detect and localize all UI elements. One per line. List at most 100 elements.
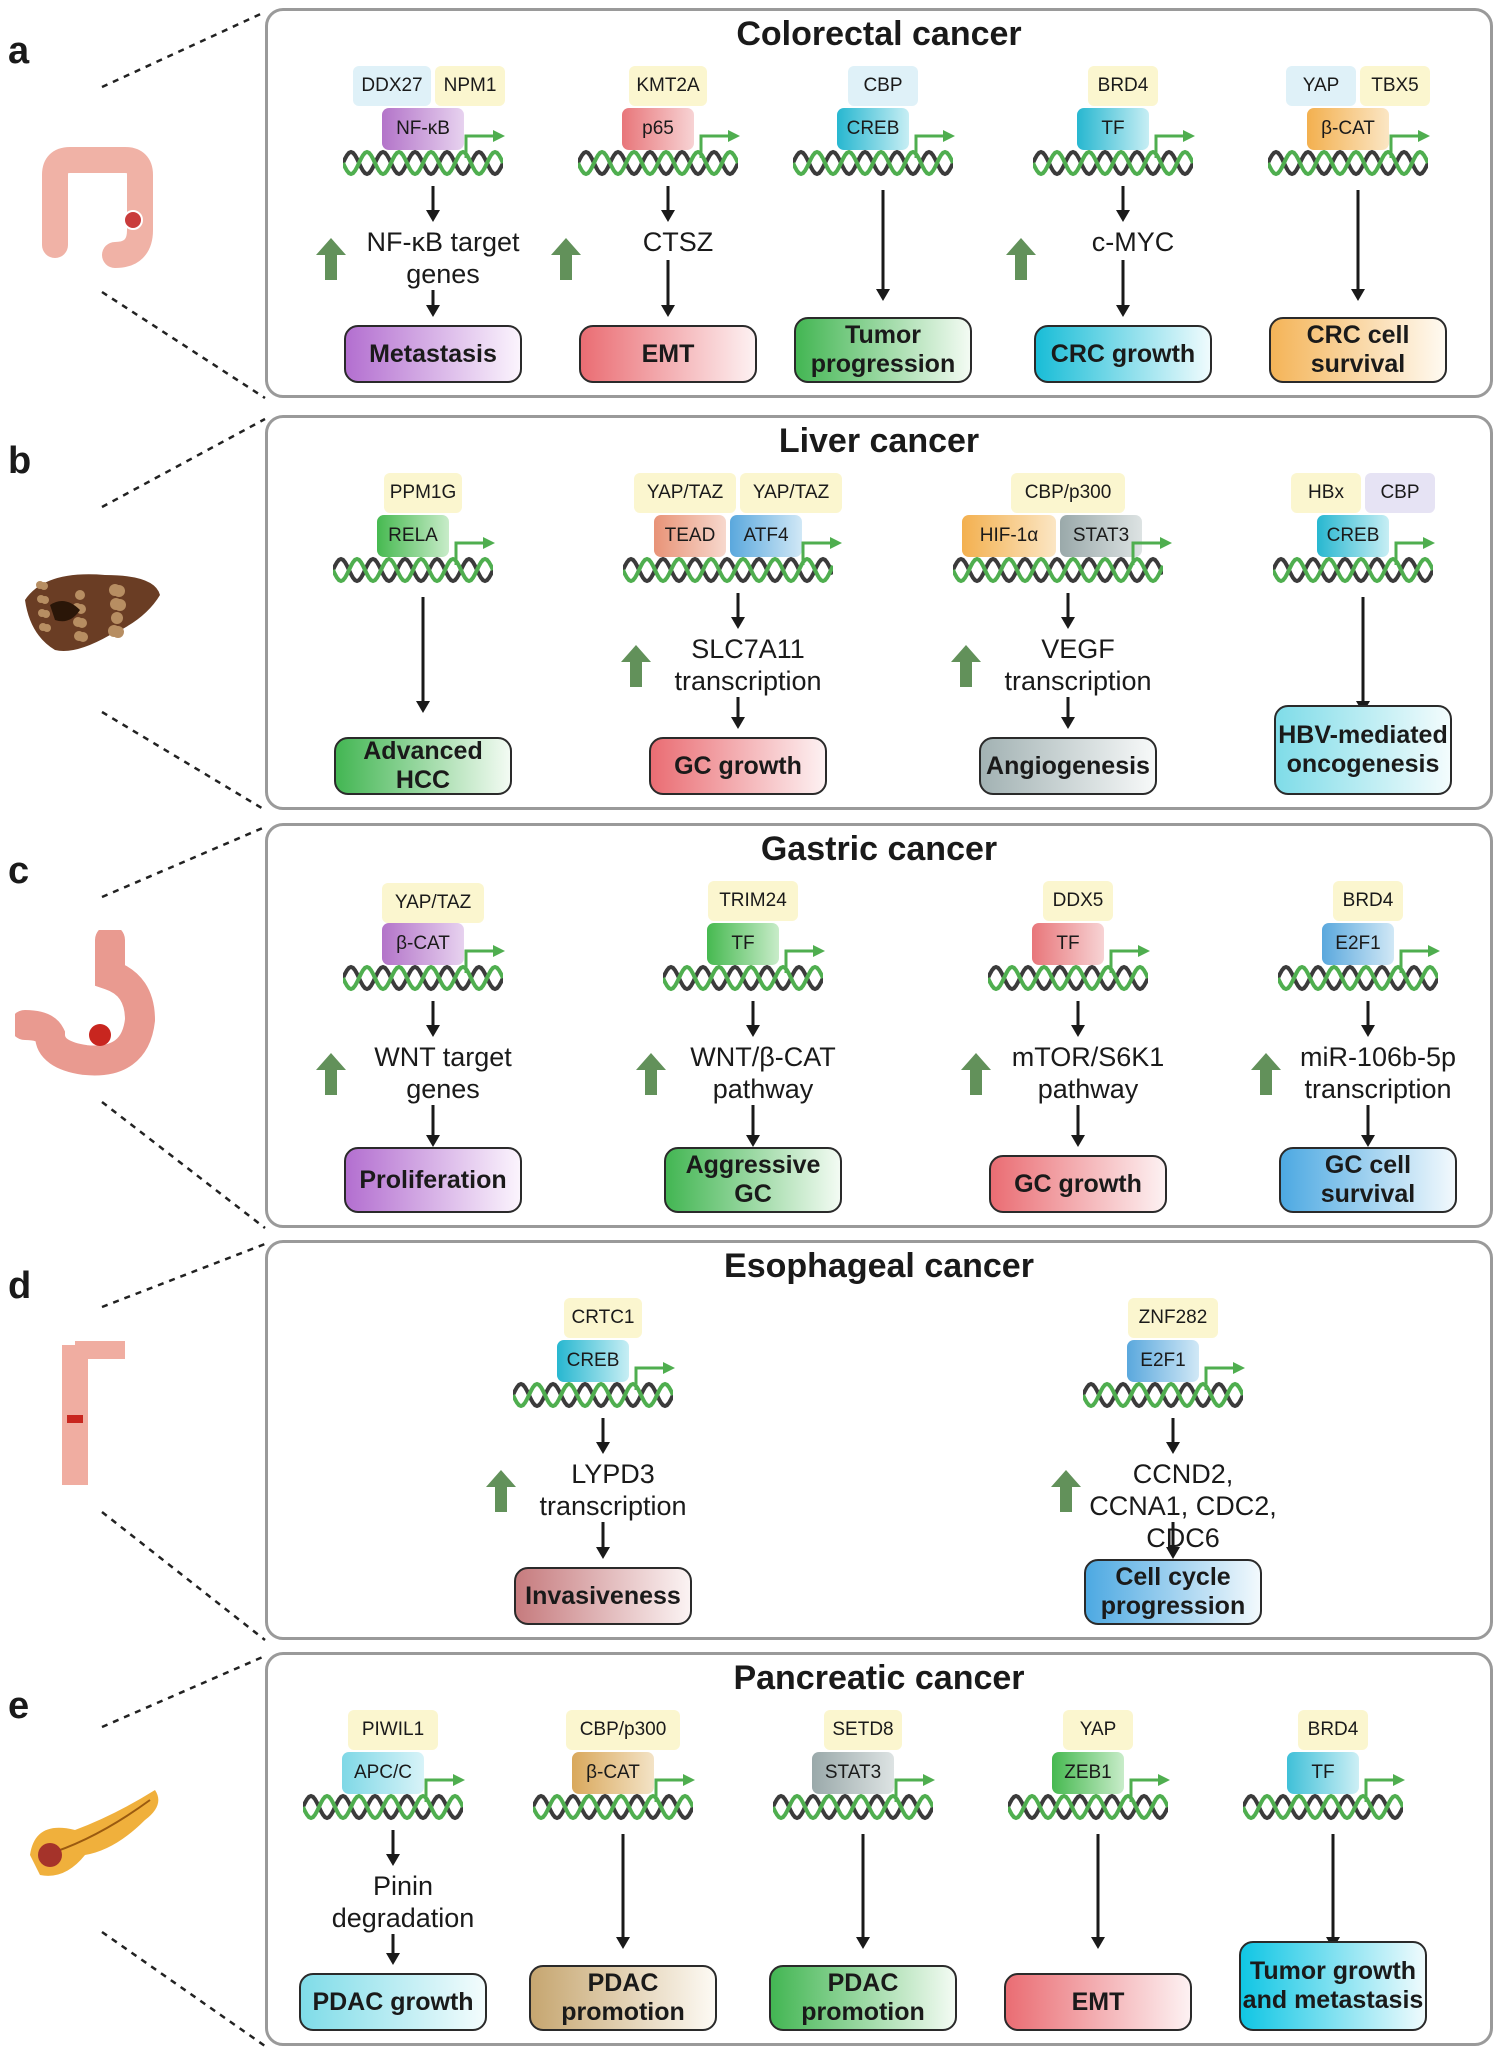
regulated-target-label: CTSZ xyxy=(642,227,714,257)
transcription-start-arrow-icon xyxy=(914,130,955,158)
transcription-factor: E2F1 xyxy=(1127,1340,1199,1382)
cofactor-label: KMT2A xyxy=(629,66,707,106)
outcome-box: PDAC promotion xyxy=(529,1965,717,2031)
panel-title: Liver cancer xyxy=(778,422,980,460)
transcription-factor: TF xyxy=(1032,923,1104,965)
cofactor-label: BRD4 xyxy=(1298,1710,1368,1750)
dna-helix-icon xyxy=(578,149,738,177)
down-arrow-icon xyxy=(1061,593,1075,629)
dna-helix-icon xyxy=(988,964,1148,992)
connector-dashed-line xyxy=(101,1930,266,2048)
dna-helix-icon xyxy=(303,1793,463,1821)
dna-helix-icon xyxy=(773,1793,933,1821)
dna-helix-icon xyxy=(1243,1793,1403,1821)
connector-dashed-line xyxy=(101,1511,266,1641)
dna-helix-icon xyxy=(663,964,823,992)
outcome-box: EMT xyxy=(579,325,757,383)
transcription-start-arrow-icon xyxy=(464,130,505,158)
transcription-start-arrow-icon xyxy=(424,1774,465,1802)
cofactor-label: CBP/p300 xyxy=(566,1710,680,1750)
outcome-box: CRC growth xyxy=(1034,325,1212,383)
outcome-box: Tumor progression xyxy=(794,317,972,383)
outcome-box: Angiogenesis xyxy=(979,737,1157,795)
down-arrow-icon xyxy=(1071,1001,1085,1037)
cofactor-label: YAP/TAZ xyxy=(634,473,736,513)
transcription-start-arrow-icon xyxy=(1131,537,1172,565)
transcription-factor: RELA xyxy=(377,515,449,557)
upregulation-arrow-icon xyxy=(1251,1053,1281,1095)
pancreas-icon xyxy=(30,1790,159,1876)
regulated-target-label: mTOR/S6K1 pathway xyxy=(1011,1042,1165,1104)
dna-helix-icon xyxy=(343,964,503,992)
connector-dashed-line xyxy=(101,1242,266,1309)
transcription-start-arrow-icon xyxy=(1109,945,1150,973)
outcome-box: EMT xyxy=(1004,1973,1192,2031)
upregulation-arrow-icon xyxy=(951,645,981,687)
transcription-start-arrow-icon xyxy=(1364,1774,1405,1802)
transcription-start-arrow-icon xyxy=(1129,1774,1170,1802)
dna-helix-icon xyxy=(1083,1381,1243,1409)
down-arrow-icon xyxy=(746,1105,760,1147)
dna-helix-icon xyxy=(623,556,833,584)
transcription-factor: p65 xyxy=(622,108,694,150)
connector-dashed-line xyxy=(101,1101,266,1229)
dna-helix-icon xyxy=(793,149,953,177)
dna-helix-icon xyxy=(533,1793,693,1821)
dna-helix-icon xyxy=(1268,149,1428,177)
dna-helix-icon xyxy=(1273,556,1433,584)
upregulation-arrow-icon xyxy=(486,1470,516,1512)
stomach-icon xyxy=(15,930,156,1076)
panel-title: Colorectal cancer xyxy=(736,15,1022,53)
transcription-factor: TF xyxy=(707,923,779,965)
outcome-box: Metastasis xyxy=(344,325,522,383)
transcription-factor: TF xyxy=(1287,1752,1359,1794)
dna-helix-icon xyxy=(953,556,1163,584)
cofactor-label: DDX27 xyxy=(353,66,431,106)
transcription-start-arrow-icon xyxy=(801,537,842,565)
cofactor-label: SETD8 xyxy=(824,1710,902,1750)
transcription-start-arrow-icon xyxy=(894,1774,935,1802)
liver-icon xyxy=(25,574,160,651)
down-arrow-icon xyxy=(661,260,675,317)
cofactor-label: HBx xyxy=(1291,473,1361,513)
down-arrow-icon xyxy=(876,190,890,301)
down-arrow-icon xyxy=(746,1001,760,1037)
cofactor-label: CBP xyxy=(848,66,918,106)
down-arrow-icon xyxy=(596,1418,610,1454)
transcription-start-arrow-icon xyxy=(634,1362,675,1390)
outcome-box: GC growth xyxy=(989,1155,1167,1213)
down-arrow-icon xyxy=(1361,1105,1375,1147)
down-arrow-icon xyxy=(386,1830,400,1866)
outcome-box: Proliferation xyxy=(344,1147,522,1213)
transcription-factor: β-CAT xyxy=(382,923,464,965)
dna-helix-icon xyxy=(1033,149,1193,177)
down-arrow-icon xyxy=(856,1834,870,1949)
panel-letter: a xyxy=(8,30,30,72)
outcome-box: Tumor growth and metastasis xyxy=(1239,1941,1427,2031)
panel-letter: c xyxy=(8,850,30,892)
transcription-start-arrow-icon xyxy=(1204,1362,1245,1390)
dna-helix-icon xyxy=(513,1381,673,1409)
down-arrow-icon xyxy=(1351,190,1365,301)
transcription-factor: APC/C xyxy=(342,1752,424,1794)
cofactor-label: CBP/p300 xyxy=(1011,473,1125,513)
transcription-factor: STAT3 xyxy=(1060,515,1142,557)
down-arrow-icon xyxy=(426,1105,440,1147)
connector-dashed-line xyxy=(101,825,266,899)
regulated-target-label: Pinin degradation xyxy=(331,1871,475,1933)
dna-helix-icon xyxy=(1008,1793,1168,1821)
down-arrow-icon xyxy=(731,593,745,629)
connector-dashed-line xyxy=(101,710,266,812)
down-arrow-icon xyxy=(616,1834,630,1949)
connector-dashed-line xyxy=(101,10,266,89)
transcription-factor: HIF-1α xyxy=(962,515,1056,557)
cofactor-label: YAP/TAZ xyxy=(740,473,842,513)
transcription-factor: NF-κB xyxy=(382,108,464,150)
cofactor-label: CRTC1 xyxy=(564,1298,642,1338)
transcription-factor: CREB xyxy=(1317,515,1389,557)
cofactor-label: TRIM24 xyxy=(708,881,798,921)
down-arrow-icon xyxy=(1071,1105,1085,1147)
cofactor-label: CBP xyxy=(1365,473,1435,513)
connector-dashed-line xyxy=(101,417,266,509)
